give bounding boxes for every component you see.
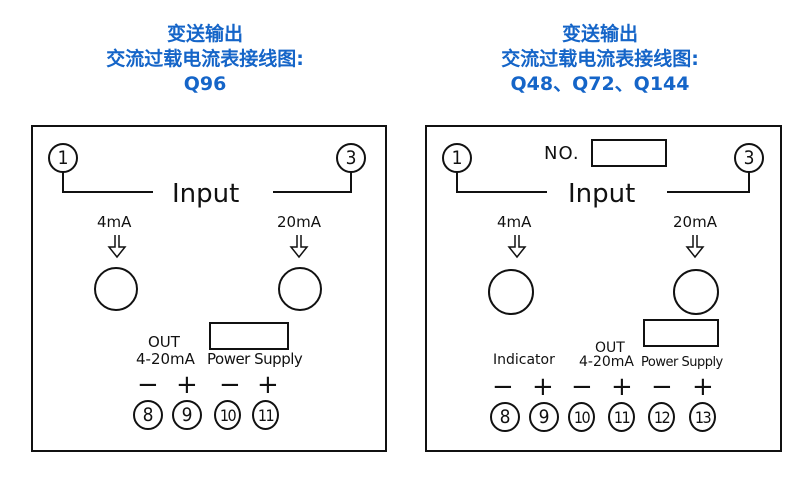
adj-4ma-label: 4mA (497, 213, 532, 231)
terminal-11: 11 (608, 402, 635, 432)
title-line: Q48、Q72、Q144 (510, 73, 690, 95)
adjust-hole-4ma (488, 269, 534, 315)
connector-lines (456, 172, 750, 259)
wiring-panel-q48-q72-q144: 1 3 NO. Input 4mA 20mA Indicator OUT 4-2… (425, 125, 782, 452)
input-label: Input (162, 179, 250, 209)
sign-plus: + (257, 370, 279, 400)
indicator-label: Indicator (493, 352, 555, 368)
diagram-title-q48-q72-q144: 变送输出 交流过载电流表接线图: Q48、Q72、Q144 (450, 22, 750, 97)
label-window (643, 319, 719, 347)
connector-lines (62, 172, 352, 259)
terminal-8: 8 (490, 402, 520, 432)
title-line: 交流过载电流表接线图: (501, 48, 699, 70)
terminal-9: 9 (529, 402, 559, 432)
sign-minus: − (492, 372, 514, 402)
power-label: Power Supply (207, 350, 303, 368)
sign-plus: + (692, 372, 714, 402)
out-range-label: 4-20mA (579, 354, 634, 370)
terminal-11: 11 (252, 400, 279, 430)
sign-minus: − (137, 370, 159, 400)
sign-plus: + (532, 372, 554, 402)
title-line: 变送输出 (166, 23, 243, 45)
out-label: OUT (148, 333, 180, 351)
terminal-1: 1 (48, 143, 78, 173)
input-label: Input (558, 179, 646, 209)
adjust-hole-20ma (278, 267, 322, 311)
title-line: 交流过载电流表接线图: (106, 48, 304, 70)
sign-plus: + (611, 372, 633, 402)
wiring-panel-q96: 1 3 Input 4mA 20mA OUT 4-20mA Power Supp… (31, 125, 387, 452)
adj-20ma-label: 20mA (673, 213, 717, 231)
terminal-8: 8 (133, 400, 163, 430)
no-label: NO. (544, 143, 580, 164)
sign-minus: − (219, 370, 241, 400)
adjust-hole-20ma (673, 269, 719, 315)
power-label: Power Supply (641, 355, 723, 370)
sign-plus: + (176, 370, 198, 400)
diagram-title-q96: 变送输出 交流过载电流表接线图: Q96 (60, 22, 350, 97)
adj-20ma-label: 20mA (277, 213, 321, 231)
terminal-10: 10 (568, 402, 595, 432)
adj-4ma-label: 4mA (97, 213, 132, 231)
sign-minus: − (571, 372, 593, 402)
terminal-3: 3 (734, 143, 764, 173)
terminal-13: 13 (689, 402, 716, 432)
title-line: 变送输出 (561, 23, 638, 45)
sign-minus: − (651, 372, 673, 402)
terminal-12: 12 (648, 402, 675, 432)
terminal-3: 3 (336, 143, 366, 173)
out-range-label: 4-20mA (136, 350, 195, 368)
number-window (591, 139, 667, 167)
label-window (209, 322, 289, 350)
terminal-10: 10 (214, 400, 241, 430)
adjust-hole-4ma (94, 267, 138, 311)
terminal-1: 1 (442, 143, 472, 173)
out-label: OUT (595, 340, 625, 356)
title-line: Q96 (183, 73, 227, 95)
terminal-9: 9 (172, 400, 202, 430)
